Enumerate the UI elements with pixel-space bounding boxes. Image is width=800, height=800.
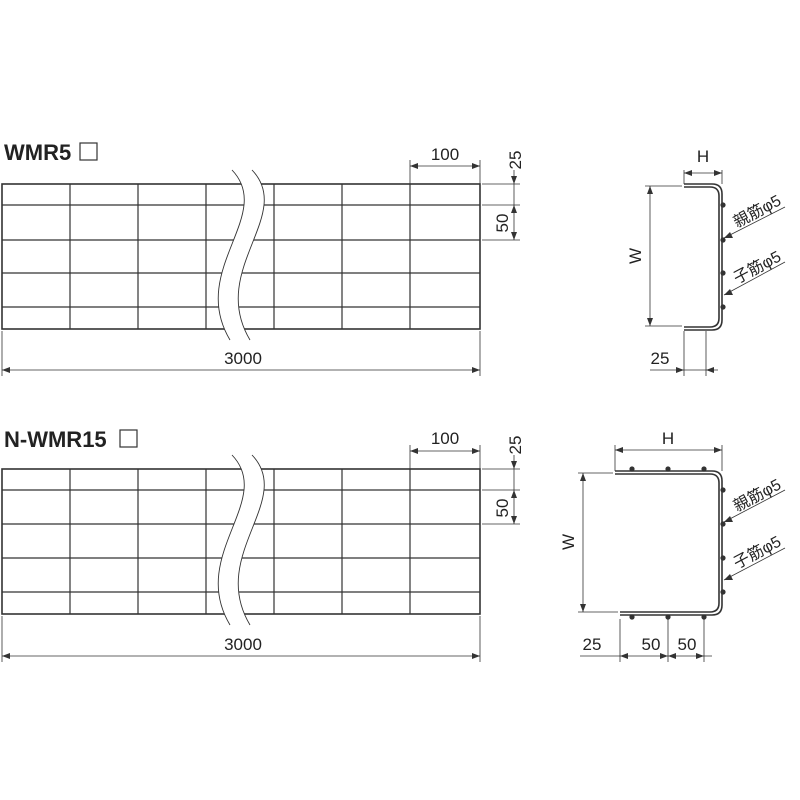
sub-bar-label: 子筋φ5 — [730, 533, 784, 573]
pitch-label: 100 — [431, 429, 459, 448]
edge-label: 25 — [506, 151, 525, 170]
main-bar-label: 親筋φ5 — [730, 476, 784, 516]
pitch-dimension: 100 — [409, 429, 481, 469]
cross-pitch-label: 50 — [493, 499, 512, 518]
section-width-label: W — [626, 248, 645, 264]
model-title: N-WMR15 — [4, 427, 107, 452]
section-edge-label: 25 — [651, 349, 670, 368]
cross-section: H W 25 50 50 親筋φ5 子筋φ — [559, 429, 786, 662]
model-title: WMR5 — [4, 140, 71, 165]
model-suffix-box — [119, 429, 138, 448]
edge-dimension: 25 50 — [482, 436, 525, 525]
pitch-dimension: 100 — [409, 145, 481, 184]
section-pitch-label: 50 — [678, 635, 697, 654]
main-bar-label: 親筋φ5 — [730, 192, 784, 232]
edge-label: 25 — [506, 436, 525, 455]
section-edge-label: 25 — [583, 635, 602, 654]
sub-bar-label: 子筋φ5 — [730, 248, 784, 288]
pitch-label: 100 — [431, 145, 459, 164]
length-label: 3000 — [224, 349, 262, 368]
cross-pitch-label: 50 — [493, 214, 512, 233]
section-width-label: W — [559, 534, 578, 550]
length-dimension: 3000 — [1, 616, 481, 662]
diagram-wmr5: WMR5 100 — [1, 140, 786, 376]
section-pitch-label: 50 — [642, 635, 661, 654]
length-dimension: 3000 — [1, 331, 481, 376]
mesh-plan-view — [1, 169, 481, 341]
mesh-plan-view — [1, 454, 481, 626]
edge-dimension: 25 50 — [482, 151, 525, 241]
cross-section: H W 25 親筋φ5 子筋φ5 — [626, 147, 786, 376]
length-label: 3000 — [224, 635, 262, 654]
model-suffix-box — [79, 142, 98, 161]
section-height-label: H — [697, 147, 709, 166]
diagram-n-wmr15: N-WMR15 100 — [1, 427, 786, 662]
section-height-label: H — [662, 429, 674, 448]
